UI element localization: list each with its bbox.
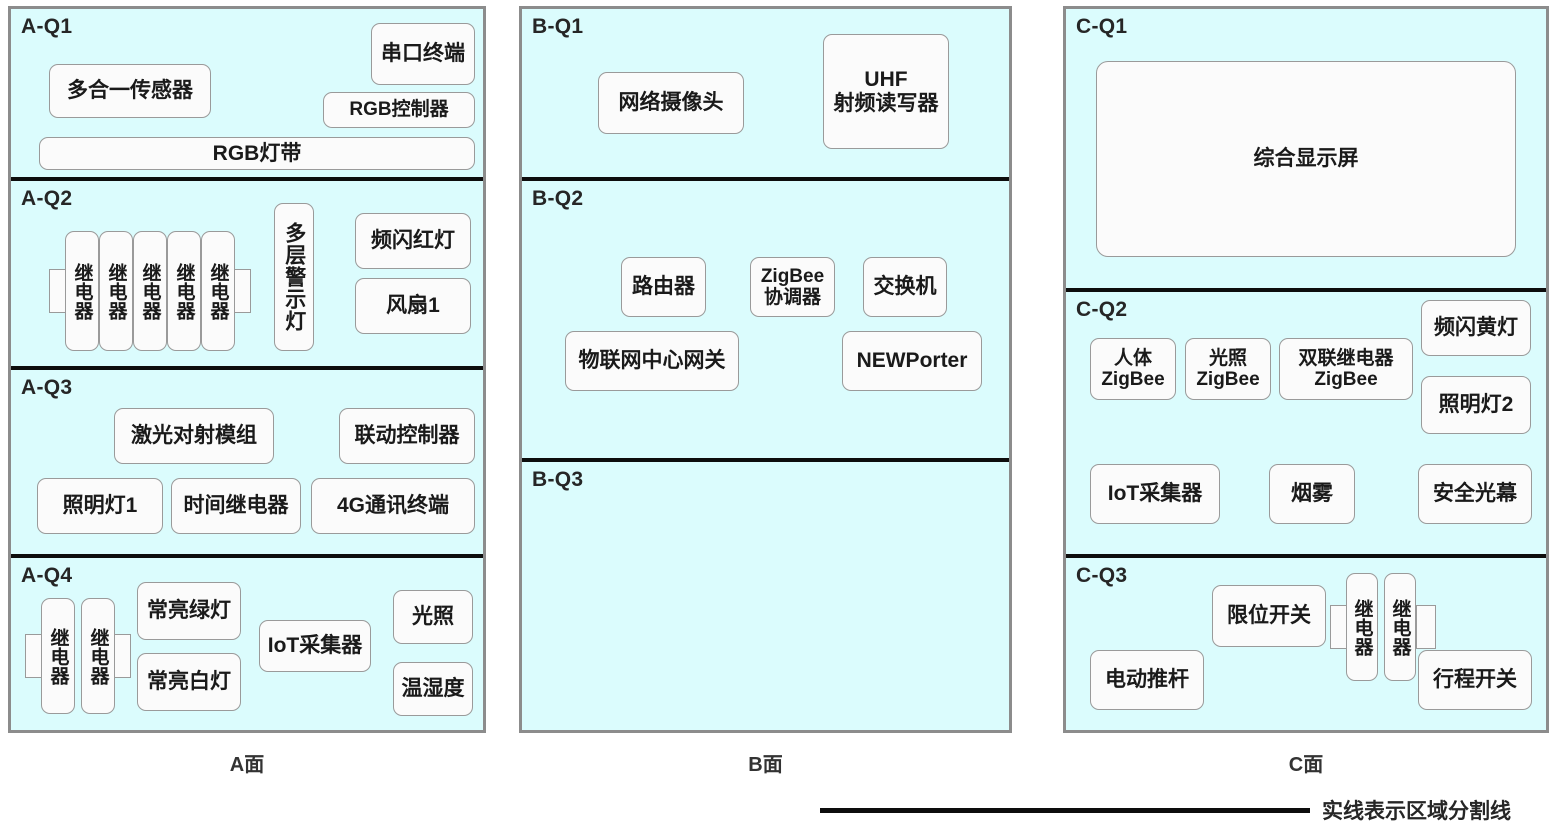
face-caption-a: A面 [229,754,265,776]
device-limit-switch[interactable]: 限位开关 [1212,585,1326,647]
relay-tab-right [1416,605,1436,649]
device-relay[interactable]: 继电器 [99,231,133,351]
device-electric-push-rod[interactable]: 电动推杆 [1090,650,1204,710]
device-zigbee-coordinator[interactable]: ZigBee 协调器 [750,257,835,317]
face-caption-c: C面 [1288,754,1324,776]
device-smoke-sensor[interactable]: 烟雾 [1269,464,1355,524]
device-safety-light-curtain[interactable]: 安全光幕 [1418,464,1532,524]
device-relay[interactable]: 继电器 [65,231,99,351]
relay-cluster-a-q4: 继电器 继电器 [25,598,131,714]
quadrant-label-c-q1: C-Q1 [1076,15,1128,38]
device-lighting-lamp-1[interactable]: 照明灯1 [37,478,163,534]
device-human-body-zigbee[interactable]: 人体 ZigBee [1090,338,1176,400]
face-caption-b: B面 [748,754,783,776]
legend-solid-line-swatch [820,807,1310,813]
legend: 实线表示区域分割线 [820,795,1511,825]
quadrant-label-a-q3: A-Q3 [21,376,73,399]
device-uhf-rfid-reader[interactable]: UHF 射频读写器 [823,34,949,149]
device-steady-green-light[interactable]: 常亮绿灯 [137,582,241,640]
quadrant-label-b-q1: B-Q1 [532,15,584,38]
quadrant-label-a-q4: A-Q4 [21,564,73,587]
device-iot-central-gateway[interactable]: 物联网中心网关 [565,331,739,391]
quadrant-label-a-q1: A-Q1 [21,15,73,38]
device-rgb-controller[interactable]: RGB控制器 [323,92,475,128]
device-newporter[interactable]: NEWPorter [842,331,982,391]
legend-label: 实线表示区域分割线 [1322,800,1511,823]
quadrant-b-q2: B-Q2 路由器 ZigBee 协调器 交换机 物联网中心网关 NEWPorte… [522,177,1009,458]
device-relay[interactable]: 继电器 [81,598,115,714]
quadrant-label-b-q3: B-Q3 [532,468,584,491]
device-lighting-lamp-2[interactable]: 照明灯2 [1421,376,1531,434]
device-temp-humidity-sensor[interactable]: 温湿度 [393,662,473,716]
device-dual-relay-zigbee[interactable]: 双联继电器 ZigBee [1279,338,1413,400]
device-iot-collector[interactable]: IoT采集器 [259,620,371,672]
device-illuminance-sensor[interactable]: 光照 [393,590,473,644]
device-switch[interactable]: 交换机 [863,257,947,317]
panel-b-face: B-Q1 网络摄像头 UHF 射频读写器 B-Q2 路由器 ZigBee 协调器… [519,6,1012,733]
panel-c-face: C-Q1 综合显示屏 C-Q2 人体 ZigBee 光照 ZigBee 双联继电… [1063,6,1549,733]
quadrant-c-q1: C-Q1 综合显示屏 [1066,9,1546,288]
relay-cluster-a-q2: 继电器 继电器 继电器 继电器 继电器 [49,231,251,351]
quadrant-label-a-q2: A-Q2 [21,187,73,210]
device-travel-switch[interactable]: 行程开关 [1418,650,1532,710]
device-relay[interactable]: 继电器 [133,231,167,351]
quadrant-label-c-q3: C-Q3 [1076,564,1128,587]
quadrant-label-c-q2: C-Q2 [1076,298,1128,321]
quadrant-a-q3: A-Q3 激光对射模组 联动控制器 照明灯1 时间继电器 4G通讯终端 [11,366,483,554]
quadrant-b-q1: B-Q1 网络摄像头 UHF 射频读写器 [522,9,1009,177]
device-laser-opposed-module[interactable]: 激光对射模组 [114,408,274,464]
device-strobe-yellow-light[interactable]: 频闪黄灯 [1421,300,1531,356]
device-relay[interactable]: 继电器 [167,231,201,351]
quadrant-c-q3: C-Q3 限位开关 继电器 继电器 电动推杆 行程开关 [1066,554,1546,730]
device-multi-in-one-sensor[interactable]: 多合一传感器 [49,64,211,118]
device-fan-1[interactable]: 风扇1 [355,278,471,334]
device-time-relay[interactable]: 时间继电器 [171,478,301,534]
relay-cluster-c-q3: 继电器 继电器 [1330,573,1436,681]
device-iot-collector[interactable]: IoT采集器 [1090,464,1220,524]
device-strobe-red-light[interactable]: 频闪红灯 [355,213,471,269]
device-multi-layer-warning-light[interactable]: 多层警示灯 [274,203,314,351]
device-network-camera[interactable]: 网络摄像头 [598,72,744,134]
device-4g-communication-terminal[interactable]: 4G通讯终端 [311,478,475,534]
device-rgb-light-strip[interactable]: RGB灯带 [39,137,475,170]
device-steady-white-light[interactable]: 常亮白灯 [137,653,241,711]
device-illuminance-zigbee[interactable]: 光照 ZigBee [1185,338,1271,400]
device-integrated-display-screen[interactable]: 综合显示屏 [1096,61,1516,257]
device-relay[interactable]: 继电器 [1346,573,1378,681]
device-relay[interactable]: 继电器 [41,598,75,714]
device-serial-port-terminal[interactable]: 串口终端 [371,23,475,85]
device-linkage-controller[interactable]: 联动控制器 [339,408,475,464]
panel-a-face: A-Q1 多合一传感器 串口终端 RGB控制器 RGB灯带 A-Q2 继电器 继… [8,6,486,733]
quadrant-b-q3: B-Q3 [522,458,1009,730]
device-relay[interactable]: 继电器 [201,231,235,351]
quadrant-a-q4: A-Q4 继电器 继电器 常亮绿灯 常亮白灯 IoT采集器 光照 温湿度 [11,554,483,730]
device-router[interactable]: 路由器 [621,257,706,317]
quadrant-c-q2: C-Q2 人体 ZigBee 光照 ZigBee 双联继电器 ZigBee 频闪… [1066,288,1546,554]
quadrant-a-q1: A-Q1 多合一传感器 串口终端 RGB控制器 RGB灯带 [11,9,483,177]
quadrant-a-q2: A-Q2 继电器 继电器 继电器 继电器 继电器 多层警示灯 频闪红灯 风扇1 [11,177,483,366]
device-relay[interactable]: 继电器 [1384,573,1416,681]
quadrant-label-b-q2: B-Q2 [532,187,584,210]
